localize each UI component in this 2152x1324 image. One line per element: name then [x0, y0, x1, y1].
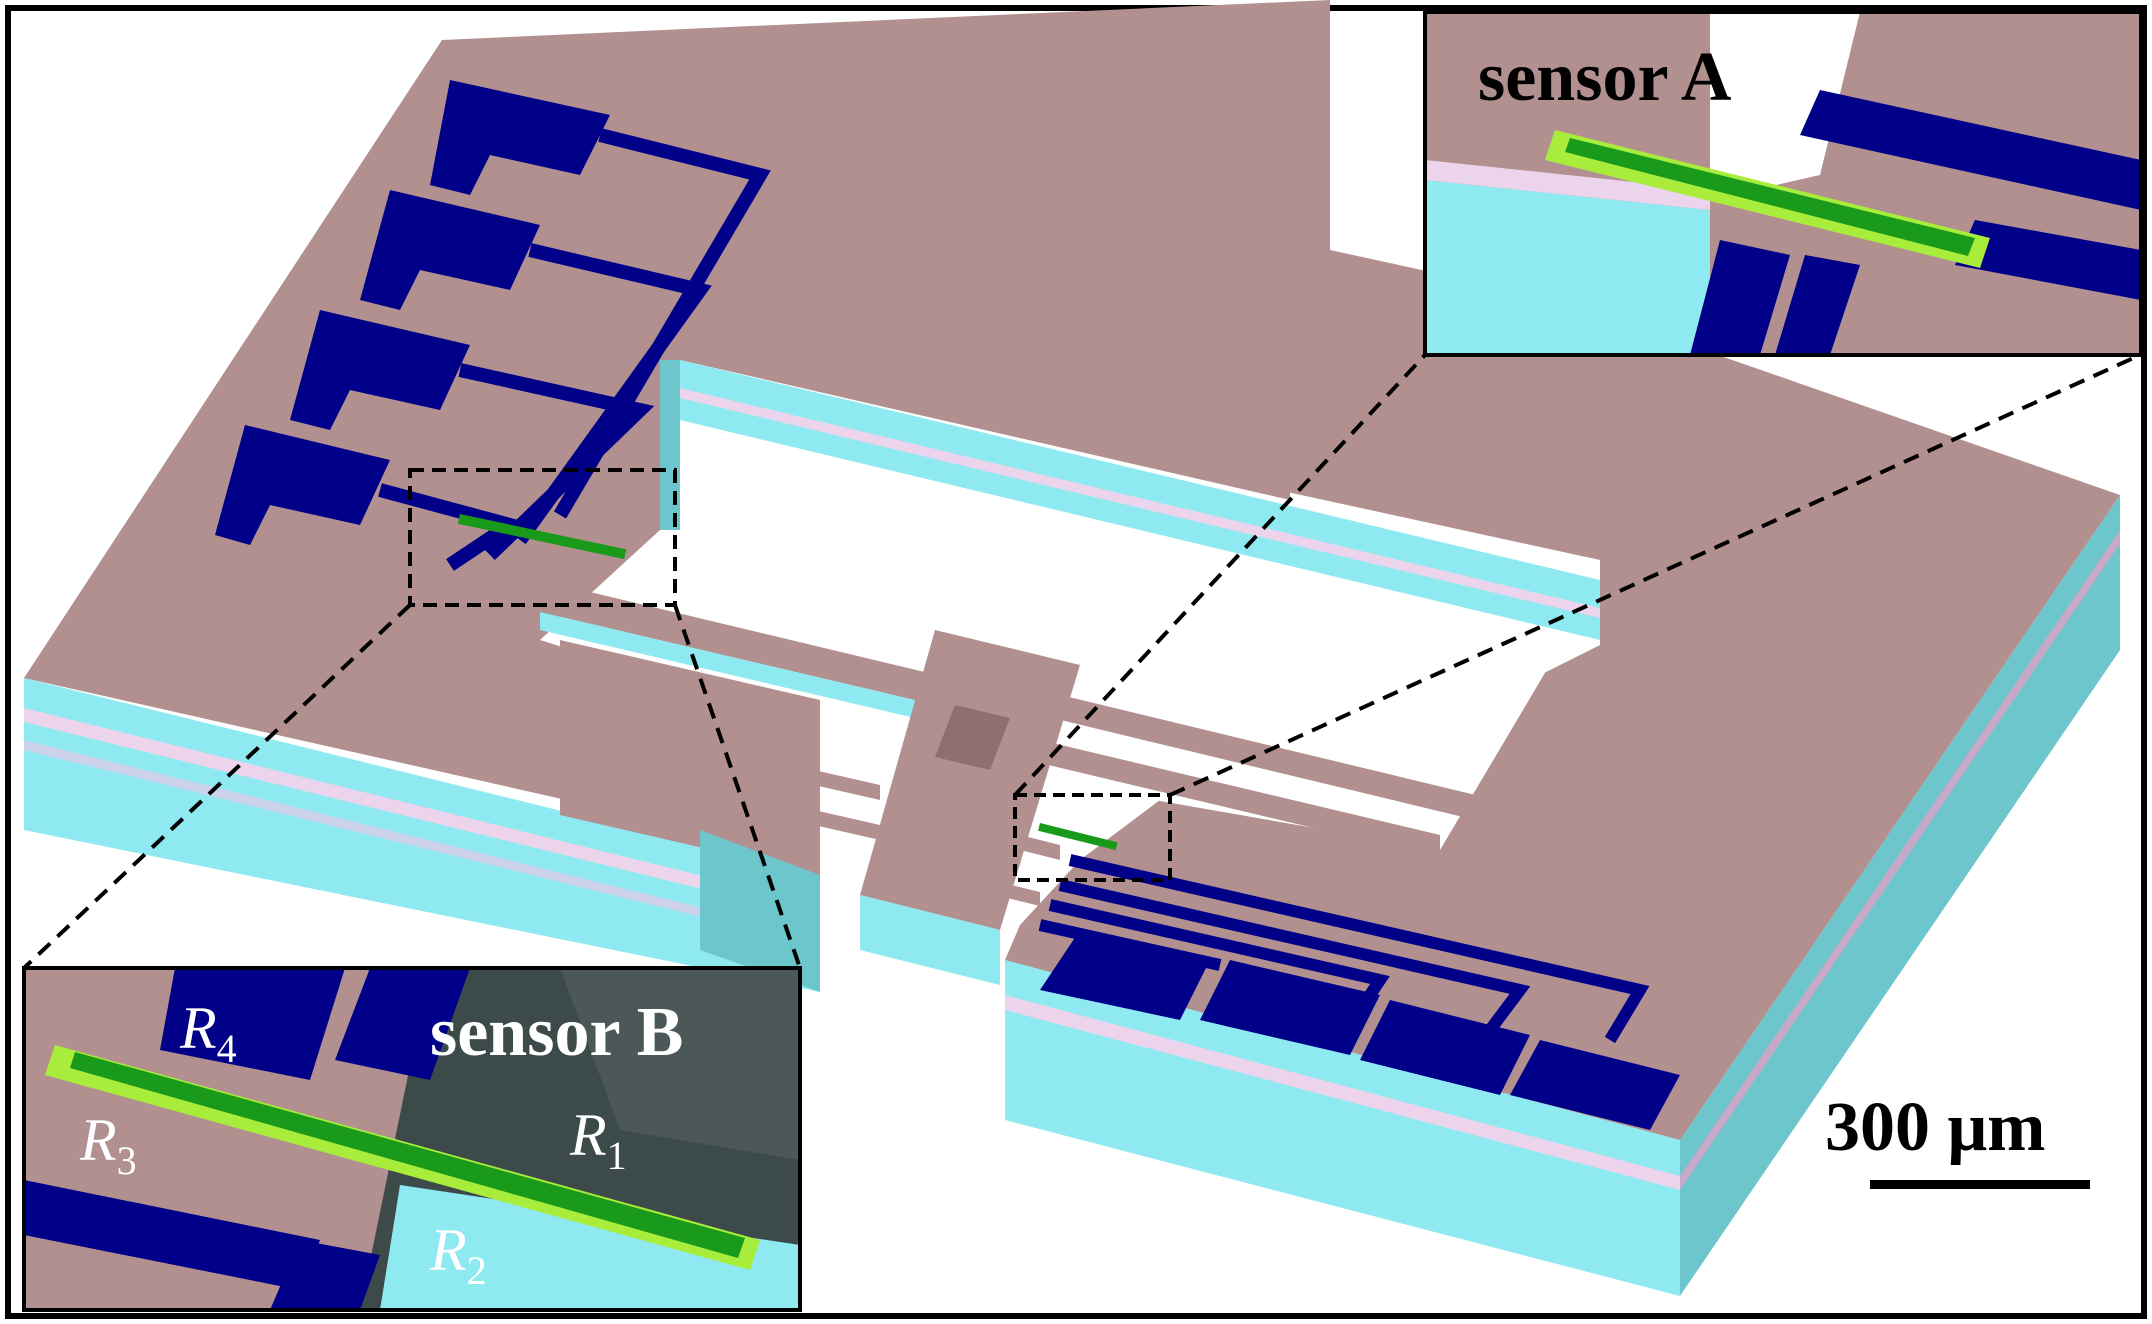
- metal-pads-upper-left: [215, 80, 610, 545]
- r4-label: R4: [179, 995, 237, 1071]
- piezoresistor-a-small: [1038, 822, 1118, 851]
- small-beam-2: [770, 800, 880, 840]
- cavity-wall-top-stripe: [680, 388, 1600, 618]
- inset-sensor-a: sensor A: [1423, 10, 2143, 357]
- scale-bar: 300 μm: [1825, 1089, 2090, 1189]
- proof-mass-notch: [935, 705, 1010, 770]
- sensor-a-frame: [1423, 10, 2143, 357]
- small-beam-3: [960, 820, 1060, 860]
- zoom-box-sensor-b: [408, 468, 677, 607]
- sensor-b-frame: [22, 966, 802, 1312]
- sensor-b-label: sensor B: [430, 994, 683, 1071]
- r3-label: R3: [79, 1107, 137, 1183]
- chip-left-front-face: [24, 678, 820, 992]
- beam-upper: [540, 580, 1000, 720]
- zoom-box-sensor-a: [1013, 793, 1172, 882]
- beam-upper-side: [540, 612, 1000, 738]
- cavity-wall-left: [660, 360, 680, 530]
- sensor-a-label: sensor A: [1478, 39, 1732, 116]
- proof-mass-top: [860, 630, 1080, 930]
- chip-top-surface-right: [442, 0, 2120, 1140]
- small-beam-1: [770, 760, 880, 800]
- piezoresistor-b-small: [457, 514, 627, 560]
- zoom-connector-lines: [22, 353, 2141, 970]
- oxide-stripe-left: [24, 708, 820, 918]
- oxide-stripe-right: [1005, 995, 1680, 1190]
- r1-label: R1: [569, 1102, 627, 1178]
- scale-bar-label: 300 μm: [1825, 1089, 2046, 1166]
- scale-bar-line: [1870, 1180, 2090, 1189]
- small-beam-4: [950, 870, 1040, 906]
- beam-right-lower: [1040, 740, 1440, 858]
- r2-label: R2: [429, 1217, 487, 1293]
- oxide-stripe-side: [1680, 530, 2120, 1190]
- sensor-chip-body: [24, 0, 2120, 1296]
- beam-right-upper: [1040, 690, 1600, 850]
- lower-block-side: [700, 830, 820, 992]
- inset-sensor-b: sensor B R4 R3 R1 R2: [22, 966, 802, 1312]
- chip-lower-left-block: [560, 640, 820, 875]
- center-cavity: [660, 360, 1600, 850]
- metal-traces-lower-right: [1038, 854, 1650, 1044]
- proof-mass-front: [860, 895, 1000, 985]
- oxide-stripe-left-2: [24, 740, 820, 946]
